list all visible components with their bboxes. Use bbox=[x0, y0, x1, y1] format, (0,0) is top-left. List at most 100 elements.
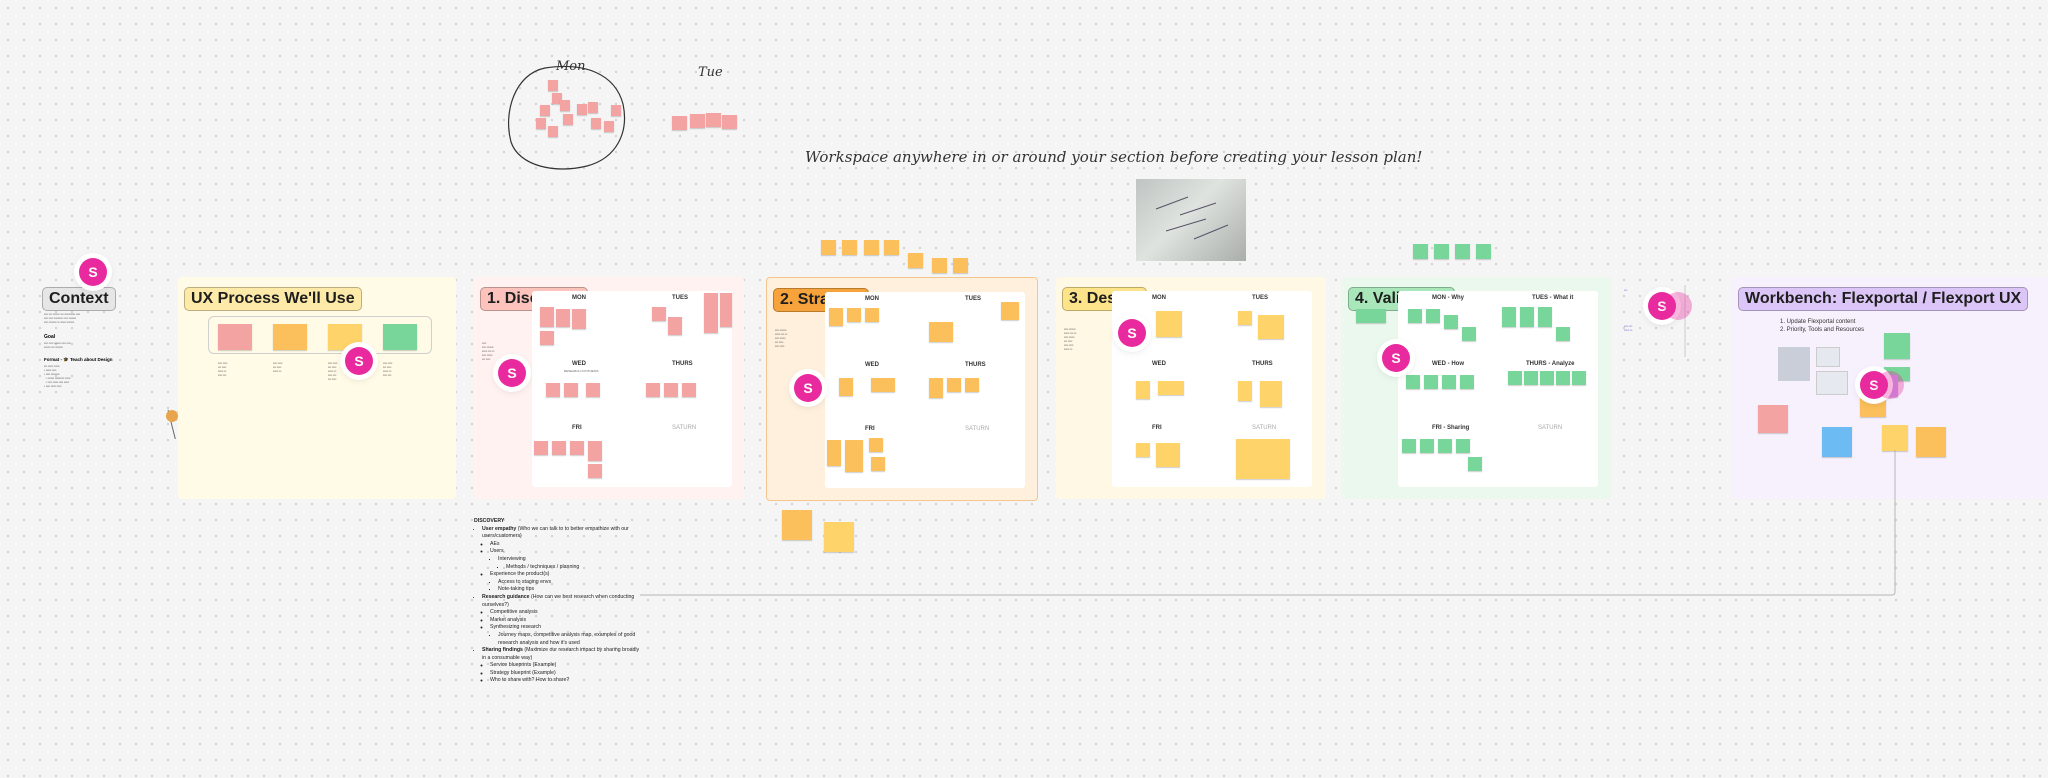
ux-process-section[interactable]: UX Process We'll Use ▪▪▪▪ ▪▪▪▪▪▪▪ ▪▪▪▪▪▪… bbox=[178, 277, 456, 499]
canvas-banner[interactable]: Workspace anywhere in or around your sec… bbox=[805, 148, 1423, 166]
sketch-sticky[interactable] bbox=[560, 100, 570, 111]
sketch-sticky[interactable] bbox=[611, 105, 621, 116]
workbench-screenshot[interactable] bbox=[1816, 371, 1848, 395]
collaborator-avatar[interactable]: S bbox=[79, 258, 107, 286]
sticky-note[interactable] bbox=[1406, 375, 1420, 389]
sticky-note[interactable] bbox=[540, 307, 554, 327]
sticky-note[interactable] bbox=[556, 309, 570, 327]
sticky-note[interactable] bbox=[1758, 405, 1788, 433]
collaborator-avatar[interactable]: S bbox=[1118, 319, 1146, 347]
sticky-note[interactable] bbox=[1556, 371, 1570, 385]
sticky-note[interactable] bbox=[929, 378, 943, 398]
design-section[interactable]: 3. Design MON TUES WED THURS FRI SATURN … bbox=[1056, 277, 1326, 499]
workbench-screenshot[interactable] bbox=[1778, 347, 1810, 381]
floating-sticky[interactable] bbox=[1413, 244, 1428, 259]
sketch-sticky[interactable] bbox=[604, 121, 614, 132]
sticky-note[interactable] bbox=[1442, 375, 1456, 389]
sticky-note[interactable] bbox=[1460, 375, 1474, 389]
sticky-note[interactable] bbox=[1508, 371, 1522, 385]
connector-line[interactable] bbox=[640, 450, 1900, 600]
sticky-note[interactable] bbox=[965, 378, 979, 392]
sticky-note[interactable] bbox=[947, 378, 961, 392]
sticky-note[interactable] bbox=[564, 383, 578, 397]
ux-process-title[interactable]: UX Process We'll Use bbox=[184, 287, 362, 311]
sticky-note[interactable] bbox=[1156, 443, 1180, 467]
sketch-sticky[interactable] bbox=[588, 102, 598, 113]
sticky-note[interactable] bbox=[1572, 371, 1586, 385]
sticky-note[interactable] bbox=[570, 441, 584, 455]
sticky-note[interactable] bbox=[829, 308, 843, 326]
sticky-note[interactable] bbox=[1822, 427, 1852, 457]
collaborator-avatar[interactable]: S bbox=[498, 359, 526, 387]
collaborator-avatar[interactable]: S bbox=[1382, 344, 1410, 372]
sticky-note[interactable] bbox=[668, 317, 682, 335]
sketch-sticky[interactable] bbox=[563, 114, 573, 125]
tue-sticky[interactable] bbox=[672, 116, 687, 130]
sticky-note[interactable] bbox=[865, 308, 879, 322]
strategy-section[interactable]: 2. Strategy MON TUES WED THURS FRI SATUR… bbox=[766, 277, 1038, 501]
collaborator-avatar[interactable]: S bbox=[345, 347, 373, 375]
sticky-note[interactable] bbox=[1408, 309, 1422, 323]
sticky-note[interactable] bbox=[588, 464, 602, 478]
floating-sticky[interactable] bbox=[884, 240, 899, 255]
mon-sketch-circle[interactable] bbox=[505, 62, 630, 174]
sticky-note[interactable] bbox=[839, 378, 853, 396]
sticky-note[interactable] bbox=[1520, 307, 1534, 327]
floating-sticky[interactable] bbox=[1476, 244, 1491, 259]
floating-sticky[interactable] bbox=[1434, 244, 1449, 259]
sticky-note[interactable] bbox=[1258, 315, 1284, 339]
sticky-note[interactable] bbox=[1884, 333, 1910, 359]
sticky-note[interactable] bbox=[1524, 371, 1538, 385]
collaborator-avatar[interactable]: S bbox=[1860, 371, 1888, 399]
sticky-note[interactable] bbox=[827, 440, 841, 466]
sticky-note[interactable] bbox=[1916, 427, 1946, 457]
floating-sticky[interactable] bbox=[908, 253, 923, 268]
sticky-note[interactable] bbox=[664, 383, 678, 397]
tue-sticky[interactable] bbox=[706, 113, 721, 127]
floating-sticky[interactable] bbox=[864, 240, 879, 255]
sticky-note[interactable] bbox=[1420, 439, 1434, 453]
discovery-section[interactable]: 1. Discovery MON TUES WED RESEARCH SYNTH… bbox=[474, 277, 744, 499]
workbench-title[interactable]: Workbench: Flexportal / Flexport UX bbox=[1738, 287, 2029, 311]
sticky-note[interactable] bbox=[845, 440, 863, 472]
floating-sticky[interactable] bbox=[932, 258, 947, 273]
sticky-note[interactable] bbox=[1001, 302, 1019, 320]
floating-sticky[interactable] bbox=[842, 240, 857, 255]
sketch-sticky[interactable] bbox=[548, 80, 558, 91]
sticky-note[interactable] bbox=[540, 331, 554, 345]
sticky-note[interactable] bbox=[572, 309, 586, 329]
process-sticky[interactable] bbox=[328, 324, 362, 350]
sticky-note[interactable] bbox=[1462, 327, 1476, 341]
collaborator-avatar[interactable]: S bbox=[1648, 292, 1676, 320]
sticky-note[interactable] bbox=[546, 383, 560, 397]
sketch-sticky[interactable] bbox=[591, 118, 601, 129]
sketch-sticky[interactable] bbox=[577, 104, 587, 115]
sketch-sticky[interactable] bbox=[548, 126, 558, 137]
sticky-note[interactable] bbox=[1238, 381, 1252, 401]
sticky-note[interactable] bbox=[552, 441, 566, 455]
sticky-note[interactable] bbox=[871, 457, 885, 471]
sketch-sticky[interactable] bbox=[552, 93, 562, 104]
sticky-note[interactable] bbox=[871, 378, 895, 392]
floating-sticky[interactable] bbox=[821, 240, 836, 255]
sticky-note[interactable] bbox=[1444, 315, 1458, 329]
sticky-note[interactable] bbox=[1260, 381, 1282, 407]
sticky-note[interactable] bbox=[1502, 307, 1516, 327]
sticky-note[interactable] bbox=[704, 293, 718, 333]
below-sticky[interactable] bbox=[824, 522, 854, 552]
workbench-section[interactable]: Workbench: Flexportal / Flexport UX 1. U… bbox=[1732, 277, 2048, 499]
sticky-note[interactable] bbox=[588, 441, 602, 461]
sticky-note[interactable] bbox=[1156, 311, 1182, 337]
context-title[interactable]: Context bbox=[42, 287, 116, 311]
sticky-note[interactable] bbox=[1402, 439, 1416, 453]
sticky-note[interactable] bbox=[1236, 439, 1290, 479]
sticky-note[interactable] bbox=[1424, 375, 1438, 389]
whiteboard-photo[interactable] bbox=[1136, 179, 1246, 261]
floating-sticky[interactable] bbox=[953, 258, 968, 273]
sticky-note[interactable] bbox=[869, 438, 883, 452]
process-sticky[interactable] bbox=[273, 324, 307, 350]
sketch-sticky[interactable] bbox=[536, 118, 546, 129]
sticky-note[interactable] bbox=[1860, 397, 1886, 417]
sticky-note[interactable] bbox=[720, 293, 732, 327]
sketch-sticky[interactable] bbox=[540, 105, 550, 116]
